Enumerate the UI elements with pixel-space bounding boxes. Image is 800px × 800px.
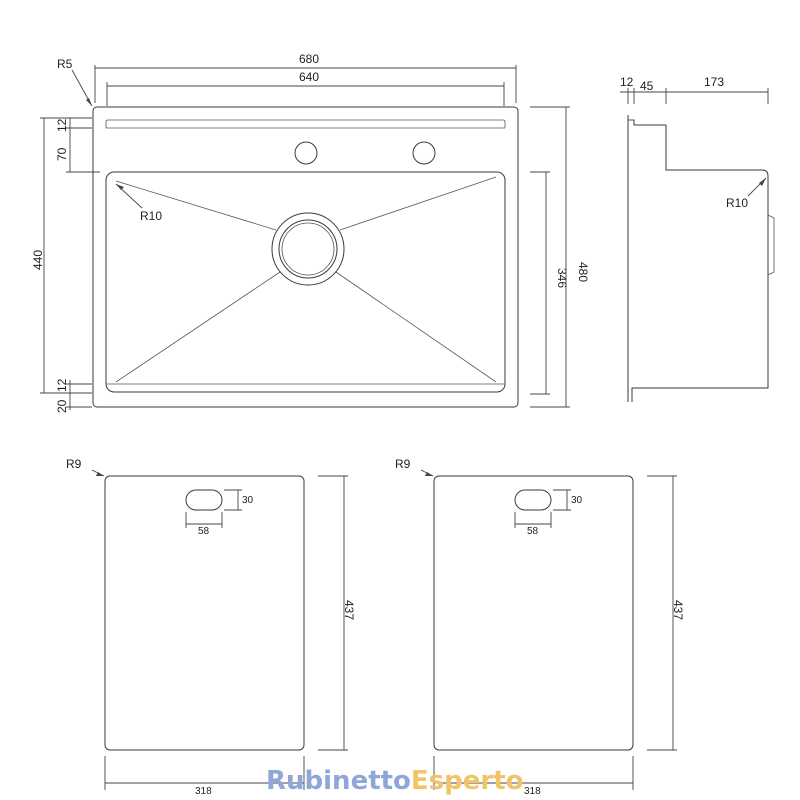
board-2-radius: R9 [395, 457, 411, 471]
slope-line [115, 180, 277, 231]
sink-outer-rim [92, 106, 519, 408]
board-1-height: 437 [342, 600, 356, 620]
board-2-slot-height: 30 [571, 495, 583, 506]
dim-640: 640 [299, 70, 319, 84]
cutting-board-2: R9 30 58 437 318 [395, 457, 685, 797]
board-outline [433, 475, 634, 751]
board-outline [104, 475, 305, 751]
arrowhead [96, 472, 104, 476]
board-2-width: 318 [524, 786, 541, 797]
dim-top-70: 70 [55, 147, 69, 161]
dim-side-12: 12 [620, 75, 634, 89]
dim-bottom-20: 20 [55, 399, 69, 413]
drain-inner [278, 219, 338, 279]
drain-core [281, 222, 335, 276]
dim-346: 346 [555, 268, 569, 288]
board-1-width: 318 [195, 786, 212, 797]
r5-label: R5 [57, 57, 73, 71]
board-1-slot-width: 58 [198, 526, 210, 537]
watermark-part-1: Rubinetto [266, 766, 411, 796]
dim-side-173: 173 [704, 75, 724, 89]
board-2-slot-width: 58 [527, 526, 539, 537]
sink-back-ledge [105, 119, 506, 128]
sink-top-view: R5 R10 680 640 440 12 70 12 20 [31, 52, 590, 413]
dim-440: 440 [31, 250, 45, 270]
watermark-logo: RubinettoEsperto [266, 766, 524, 796]
side-drain [767, 214, 775, 276]
arrowhead [759, 178, 766, 186]
arrowhead [425, 472, 433, 476]
slope-line [339, 176, 497, 231]
dim-top-12: 12 [55, 118, 69, 132]
watermark-part-2: Esperto [411, 766, 524, 796]
arrowhead [86, 98, 92, 106]
slope-line [115, 271, 281, 383]
faucet-hole-left [294, 141, 318, 165]
arrowhead [116, 184, 124, 190]
board-1-radius: R9 [66, 457, 82, 471]
dim-bottom-12: 12 [55, 378, 69, 392]
board-slot [514, 489, 552, 511]
slope-line [335, 271, 497, 383]
sink-basin [105, 171, 506, 393]
dim-side-45: 45 [640, 79, 654, 93]
board-1-slot-height: 30 [242, 495, 254, 506]
r10-label: R10 [140, 209, 162, 223]
dim-680: 680 [299, 52, 319, 66]
dim-480: 480 [576, 262, 590, 282]
cutting-board-1: R9 30 58 437 318 [66, 457, 356, 797]
drain-outer [271, 212, 345, 286]
board-slot [185, 489, 223, 511]
side-r10-label: R10 [726, 196, 748, 210]
faucet-hole-right [412, 141, 436, 165]
sink-side-view: 12 45 173 R10 [620, 75, 775, 402]
board-2-height: 437 [671, 600, 685, 620]
side-profile [627, 115, 769, 402]
